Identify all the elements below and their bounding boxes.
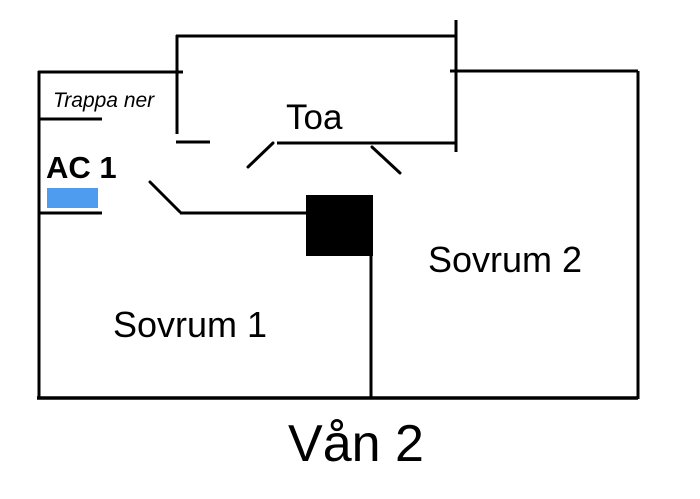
bedroom1-door-swing — [148, 180, 182, 214]
bedroom2-label: Sovrum 2 — [428, 239, 582, 280]
toilet-door-left-swing — [246, 141, 275, 169]
toilet-label: Toa — [286, 98, 343, 137]
stairs-label: Trappa ner — [53, 89, 155, 112]
ac-label: AC 1 — [46, 150, 117, 185]
door-swings — [148, 141, 402, 214]
outer-walls — [37, 69, 640, 400]
interior-walls — [38, 117, 373, 398]
ac-unit-block — [47, 188, 98, 208]
toilet-door-right-swing — [370, 145, 402, 175]
bedroom1-label: Sovrum 1 — [113, 304, 267, 345]
floor-title: Vån 2 — [288, 415, 424, 473]
toilet-walls — [175, 20, 458, 152]
column-block — [306, 195, 373, 256]
